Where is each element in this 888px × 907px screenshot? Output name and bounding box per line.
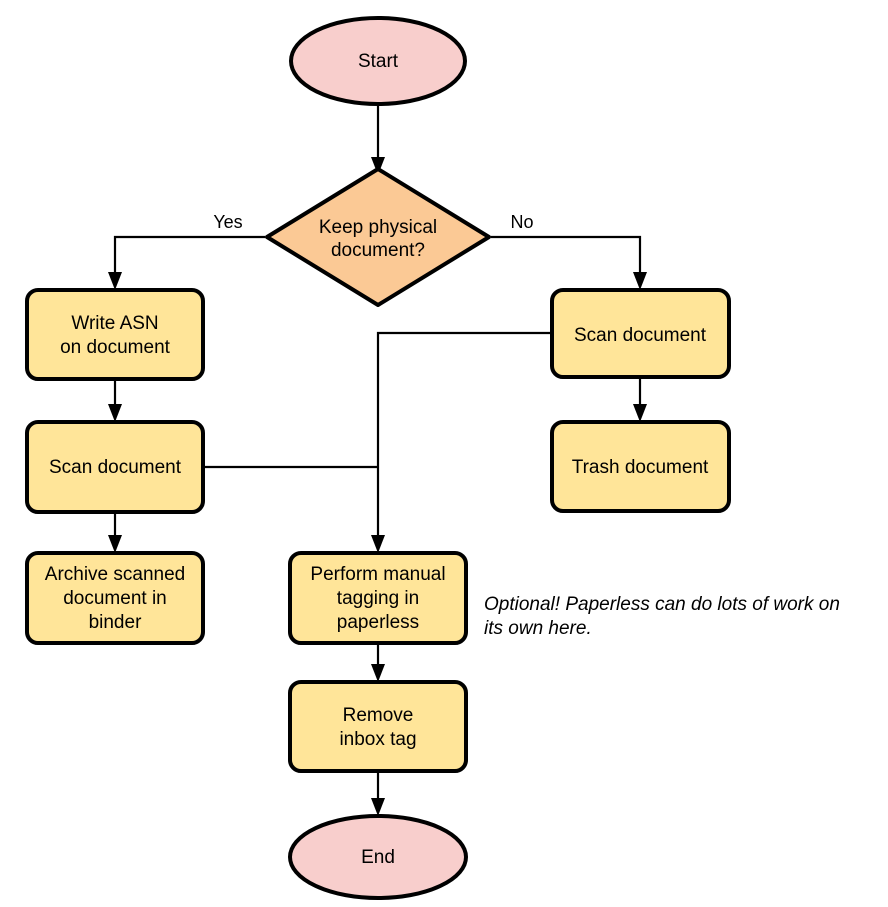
scan-document-left-box[interactable]	[25, 420, 205, 514]
edge-decision-yes: Yes	[108, 212, 265, 290]
optional-note-line1: Optional! Paperless can do lots of work …	[484, 594, 840, 615]
edge-label-yes: Yes	[213, 212, 242, 232]
archive-box[interactable]	[25, 551, 205, 645]
node-perform-manual-tagging[interactable]: Perform manual tagging in paperless	[288, 551, 468, 645]
node-end[interactable]: End	[288, 814, 468, 900]
decision-label-line1: Keep physical	[319, 217, 437, 238]
scan-document-left-label: Scan document	[49, 457, 182, 478]
tagging-label-line3: paperless	[337, 612, 419, 633]
node-write-asn[interactable]: Write ASN on document	[25, 288, 205, 381]
edge-writeasn-to-scanleft	[108, 379, 122, 422]
edge-scanleft-to-archive	[108, 512, 122, 553]
arrow-head-scanright-trash	[633, 404, 647, 422]
remove-inbox-tag-box[interactable]	[288, 680, 468, 773]
node-remove-inbox-tag[interactable]: Remove inbox tag	[288, 680, 468, 773]
remove-inbox-label-line2: inbox tag	[339, 729, 416, 750]
tagging-label-line1: Perform manual	[310, 564, 445, 585]
edge-scanright-to-tagging	[371, 331, 552, 553]
start-ellipse[interactable]	[289, 16, 467, 106]
end-label: End	[361, 847, 395, 868]
annotation-optional-note: Optional! Paperless can do lots of work …	[484, 594, 840, 639]
node-archive-scanned-document[interactable]: Archive scanned document in binder	[25, 551, 205, 645]
edge-label-no: No	[510, 212, 533, 232]
edge-start-to-decision	[371, 102, 385, 175]
trash-document-box[interactable]	[550, 420, 731, 513]
arrow-head-scanleft-archive	[108, 535, 122, 553]
node-start[interactable]: Start	[289, 16, 467, 106]
write-asn-label-line1: Write ASN	[71, 313, 158, 334]
decision-label-line2: document?	[331, 240, 425, 261]
edge-tagging-to-removeinbox	[371, 643, 385, 682]
tagging-box[interactable]	[288, 551, 468, 645]
edge-scanright-to-trash	[633, 377, 647, 422]
edge-removeinbox-to-end	[371, 771, 385, 816]
arrow-head-removeinbox-end	[371, 798, 385, 816]
edge-line-scanright-tagging	[376, 331, 552, 542]
scan-document-right-label: Scan document	[574, 325, 707, 346]
decision-diamond[interactable]	[265, 167, 491, 307]
write-asn-box[interactable]	[25, 288, 205, 381]
arrow-head-decision-yes	[108, 272, 122, 290]
edge-line-decision-no	[491, 235, 642, 279]
end-ellipse[interactable]	[288, 814, 468, 900]
arrow-head-tagging-removeinbox	[371, 664, 385, 682]
arrow-head-scanright-tagging	[371, 535, 385, 553]
write-asn-label-line2: on document	[60, 337, 171, 358]
scan-document-right-box[interactable]	[550, 288, 731, 379]
arrow-head-writeasn-scanleft	[108, 404, 122, 422]
archive-label-line2: document in	[63, 588, 167, 609]
arrow-head-decision-no	[633, 272, 647, 290]
node-scan-document-left[interactable]: Scan document	[25, 420, 205, 514]
edge-decision-no: No	[491, 212, 647, 290]
node-scan-document-right[interactable]: Scan document	[550, 288, 731, 379]
node-decision-keep-physical-document[interactable]: Keep physical document?	[265, 167, 491, 307]
archive-label-line1: Archive scanned	[45, 564, 185, 585]
arrow-head-start-decision	[371, 157, 385, 175]
node-trash-document[interactable]: Trash document	[550, 420, 731, 513]
archive-label-line3: binder	[89, 612, 142, 633]
remove-inbox-label-line1: Remove	[343, 705, 414, 726]
tagging-label-line2: tagging in	[337, 588, 419, 609]
trash-document-label: Trash document	[572, 457, 709, 478]
optional-note-line2: its own here.	[484, 618, 592, 639]
start-label: Start	[358, 51, 399, 72]
edge-line-decision-yes	[113, 235, 265, 279]
